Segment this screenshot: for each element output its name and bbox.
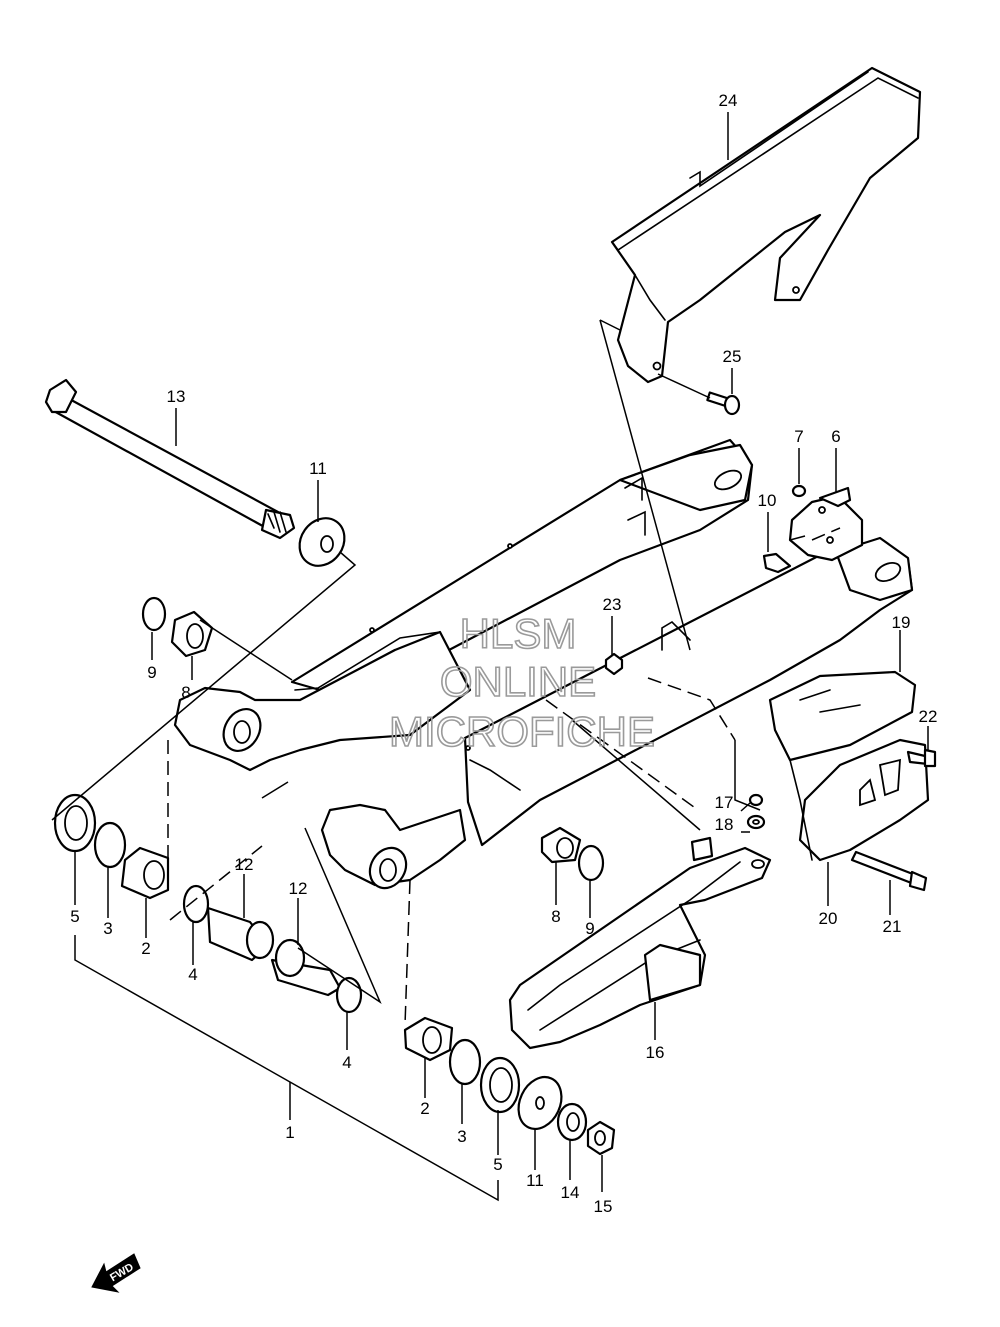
guide-bolt-short <box>906 748 937 768</box>
washer-top <box>298 517 346 567</box>
part-label-8-top: 8 <box>181 683 190 702</box>
center-bearing <box>540 826 582 864</box>
fwd-label: FWD <box>108 1261 136 1284</box>
left-inner-collar <box>206 906 275 962</box>
part-label-11-top: 11 <box>309 459 327 478</box>
upper-left-bearing <box>170 610 214 658</box>
lower-right-dust-seal <box>479 1056 521 1114</box>
part-label-3-right: 3 <box>457 1127 466 1146</box>
chain-adjuster-plate <box>788 486 864 562</box>
assembly-lines <box>51 319 841 1026</box>
part-label-24: 24 <box>719 91 738 110</box>
left-seal-ring <box>93 821 127 869</box>
part-label-5-right: 5 <box>493 1155 502 1174</box>
chain-case-bolt <box>706 391 741 416</box>
part-label-15: 15 <box>594 1197 613 1216</box>
part-label-20: 20 <box>819 909 838 928</box>
part-label-9-top: 9 <box>147 663 156 682</box>
adjuster-screw <box>791 484 807 498</box>
part-label-23: 23 <box>603 595 622 614</box>
left-dust-seal <box>53 793 97 853</box>
watermark-line-3: MICROFICHE <box>389 708 655 755</box>
lower-right-seal-ring <box>448 1038 482 1086</box>
part-label-5-left: 5 <box>70 907 79 926</box>
part-label-9-center: 9 <box>585 919 594 938</box>
part-label-4-right: 4 <box>342 1053 351 1072</box>
right-inner-collar <box>270 938 342 997</box>
center-seal <box>577 844 605 882</box>
part-label-8-center: 8 <box>551 907 560 926</box>
screw-and-washer <box>746 793 766 830</box>
part-label-18: 18 <box>715 815 734 834</box>
pivot-shaft <box>44 378 296 540</box>
part-label-17: 17 <box>715 793 734 812</box>
part-label-25: 25 <box>723 347 742 366</box>
part-label-6: 6 <box>831 427 840 446</box>
part-label-14: 14 <box>561 1183 580 1202</box>
chain-guide <box>768 670 930 862</box>
right-spacer-seal <box>335 976 363 1014</box>
part-label-16: 16 <box>646 1043 665 1062</box>
part-label-19: 19 <box>892 613 911 632</box>
part-label-12-right: 12 <box>289 879 308 898</box>
part-label-3-left: 3 <box>103 919 112 938</box>
chain-slider <box>508 836 772 1050</box>
part-labels: 24 25 13 11 7 6 10 23 19 22 9 8 5 3 2 4 … <box>70 91 937 1216</box>
part-label-4-left: 4 <box>188 965 197 984</box>
part-label-10: 10 <box>758 491 777 510</box>
left-needle-bearing <box>120 846 170 900</box>
part-label-2-left: 2 <box>141 939 150 958</box>
nut <box>604 652 624 676</box>
part-label-13: 13 <box>167 387 186 406</box>
part-label-7: 7 <box>794 427 803 446</box>
part-label-22: 22 <box>919 707 938 726</box>
part-label-1: 1 <box>285 1123 294 1142</box>
chain-case <box>610 66 922 384</box>
part-label-2-right: 2 <box>420 1099 429 1118</box>
part-label-12-left: 12 <box>235 855 254 874</box>
forward-direction-arrow: FWD <box>91 1253 141 1293</box>
watermark-line-2: ONLINE <box>440 658 596 705</box>
guide-bolt-long <box>850 850 928 892</box>
watermark: HLSM ONLINE MICROFICHE <box>388 609 656 756</box>
part-label-21: 21 <box>883 917 902 936</box>
leader-lines <box>74 112 929 1202</box>
adjuster-bolt <box>762 552 792 574</box>
washer-small <box>556 1102 588 1142</box>
lower-right-bearing <box>403 1016 454 1062</box>
watermark-line-1: HLSM <box>460 610 577 657</box>
pivot-nut <box>586 1120 616 1156</box>
washer-bottom <box>517 1076 563 1130</box>
left-spacer-seal <box>182 884 210 924</box>
part-label-11-bottom: 11 <box>526 1171 544 1190</box>
upper-left-seal <box>141 596 167 632</box>
